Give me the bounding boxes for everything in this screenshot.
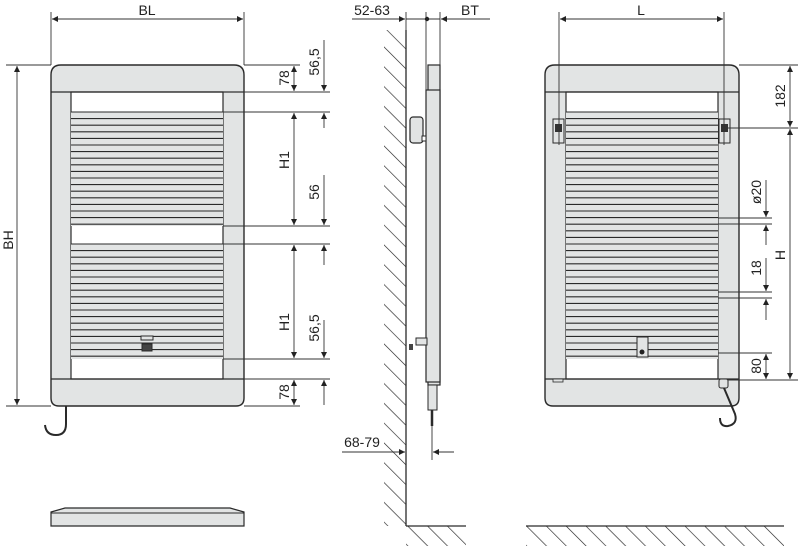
dim-bottom-gap: 56,5 xyxy=(306,314,322,341)
wall xyxy=(384,30,406,526)
dim-wall-distance-bottom: 68-79 xyxy=(344,434,380,450)
tube-block-lower xyxy=(71,244,223,359)
bracket-icon xyxy=(409,116,424,144)
dim-h1-upper: H1 xyxy=(276,151,292,169)
dim-tube-diameter: ø20 xyxy=(748,180,764,204)
valve-icon xyxy=(636,336,649,358)
dim-mount-spacing: L xyxy=(637,2,645,18)
front-view: BL BH 78 56,5 H1 56 H1 xyxy=(0,2,330,527)
dim-bl: BL xyxy=(138,2,155,18)
dim-middle-gap: 56 xyxy=(306,184,322,200)
tube-block-upper xyxy=(71,112,223,226)
plan-view xyxy=(50,507,245,527)
dim-top-gap: 56,5 xyxy=(306,48,322,75)
back-view: L 182 H ø20 18 80 xyxy=(526,2,798,546)
towel-hook-icon xyxy=(44,406,67,437)
towel-hook-icon xyxy=(719,387,737,428)
dim-bottom-offset: 80 xyxy=(748,358,764,374)
dim-tube-gap: 18 xyxy=(748,260,764,276)
dim-wall-distance-top: 52-63 xyxy=(354,2,390,18)
dim-top-to-mount: 182 xyxy=(772,84,788,108)
dim-mount-height: H xyxy=(772,250,788,260)
dim-depth: BT xyxy=(461,2,479,18)
dim-top-rail: 78 xyxy=(276,70,292,86)
floor xyxy=(526,526,784,546)
dim-bottom-rail: 78 xyxy=(276,384,292,400)
dim-h1-lower: H1 xyxy=(276,313,292,331)
dim-bh: BH xyxy=(0,230,16,249)
valve-icon xyxy=(140,335,154,341)
side-view: 52-63 BT 68-79 xyxy=(342,2,490,546)
floor xyxy=(406,526,466,546)
